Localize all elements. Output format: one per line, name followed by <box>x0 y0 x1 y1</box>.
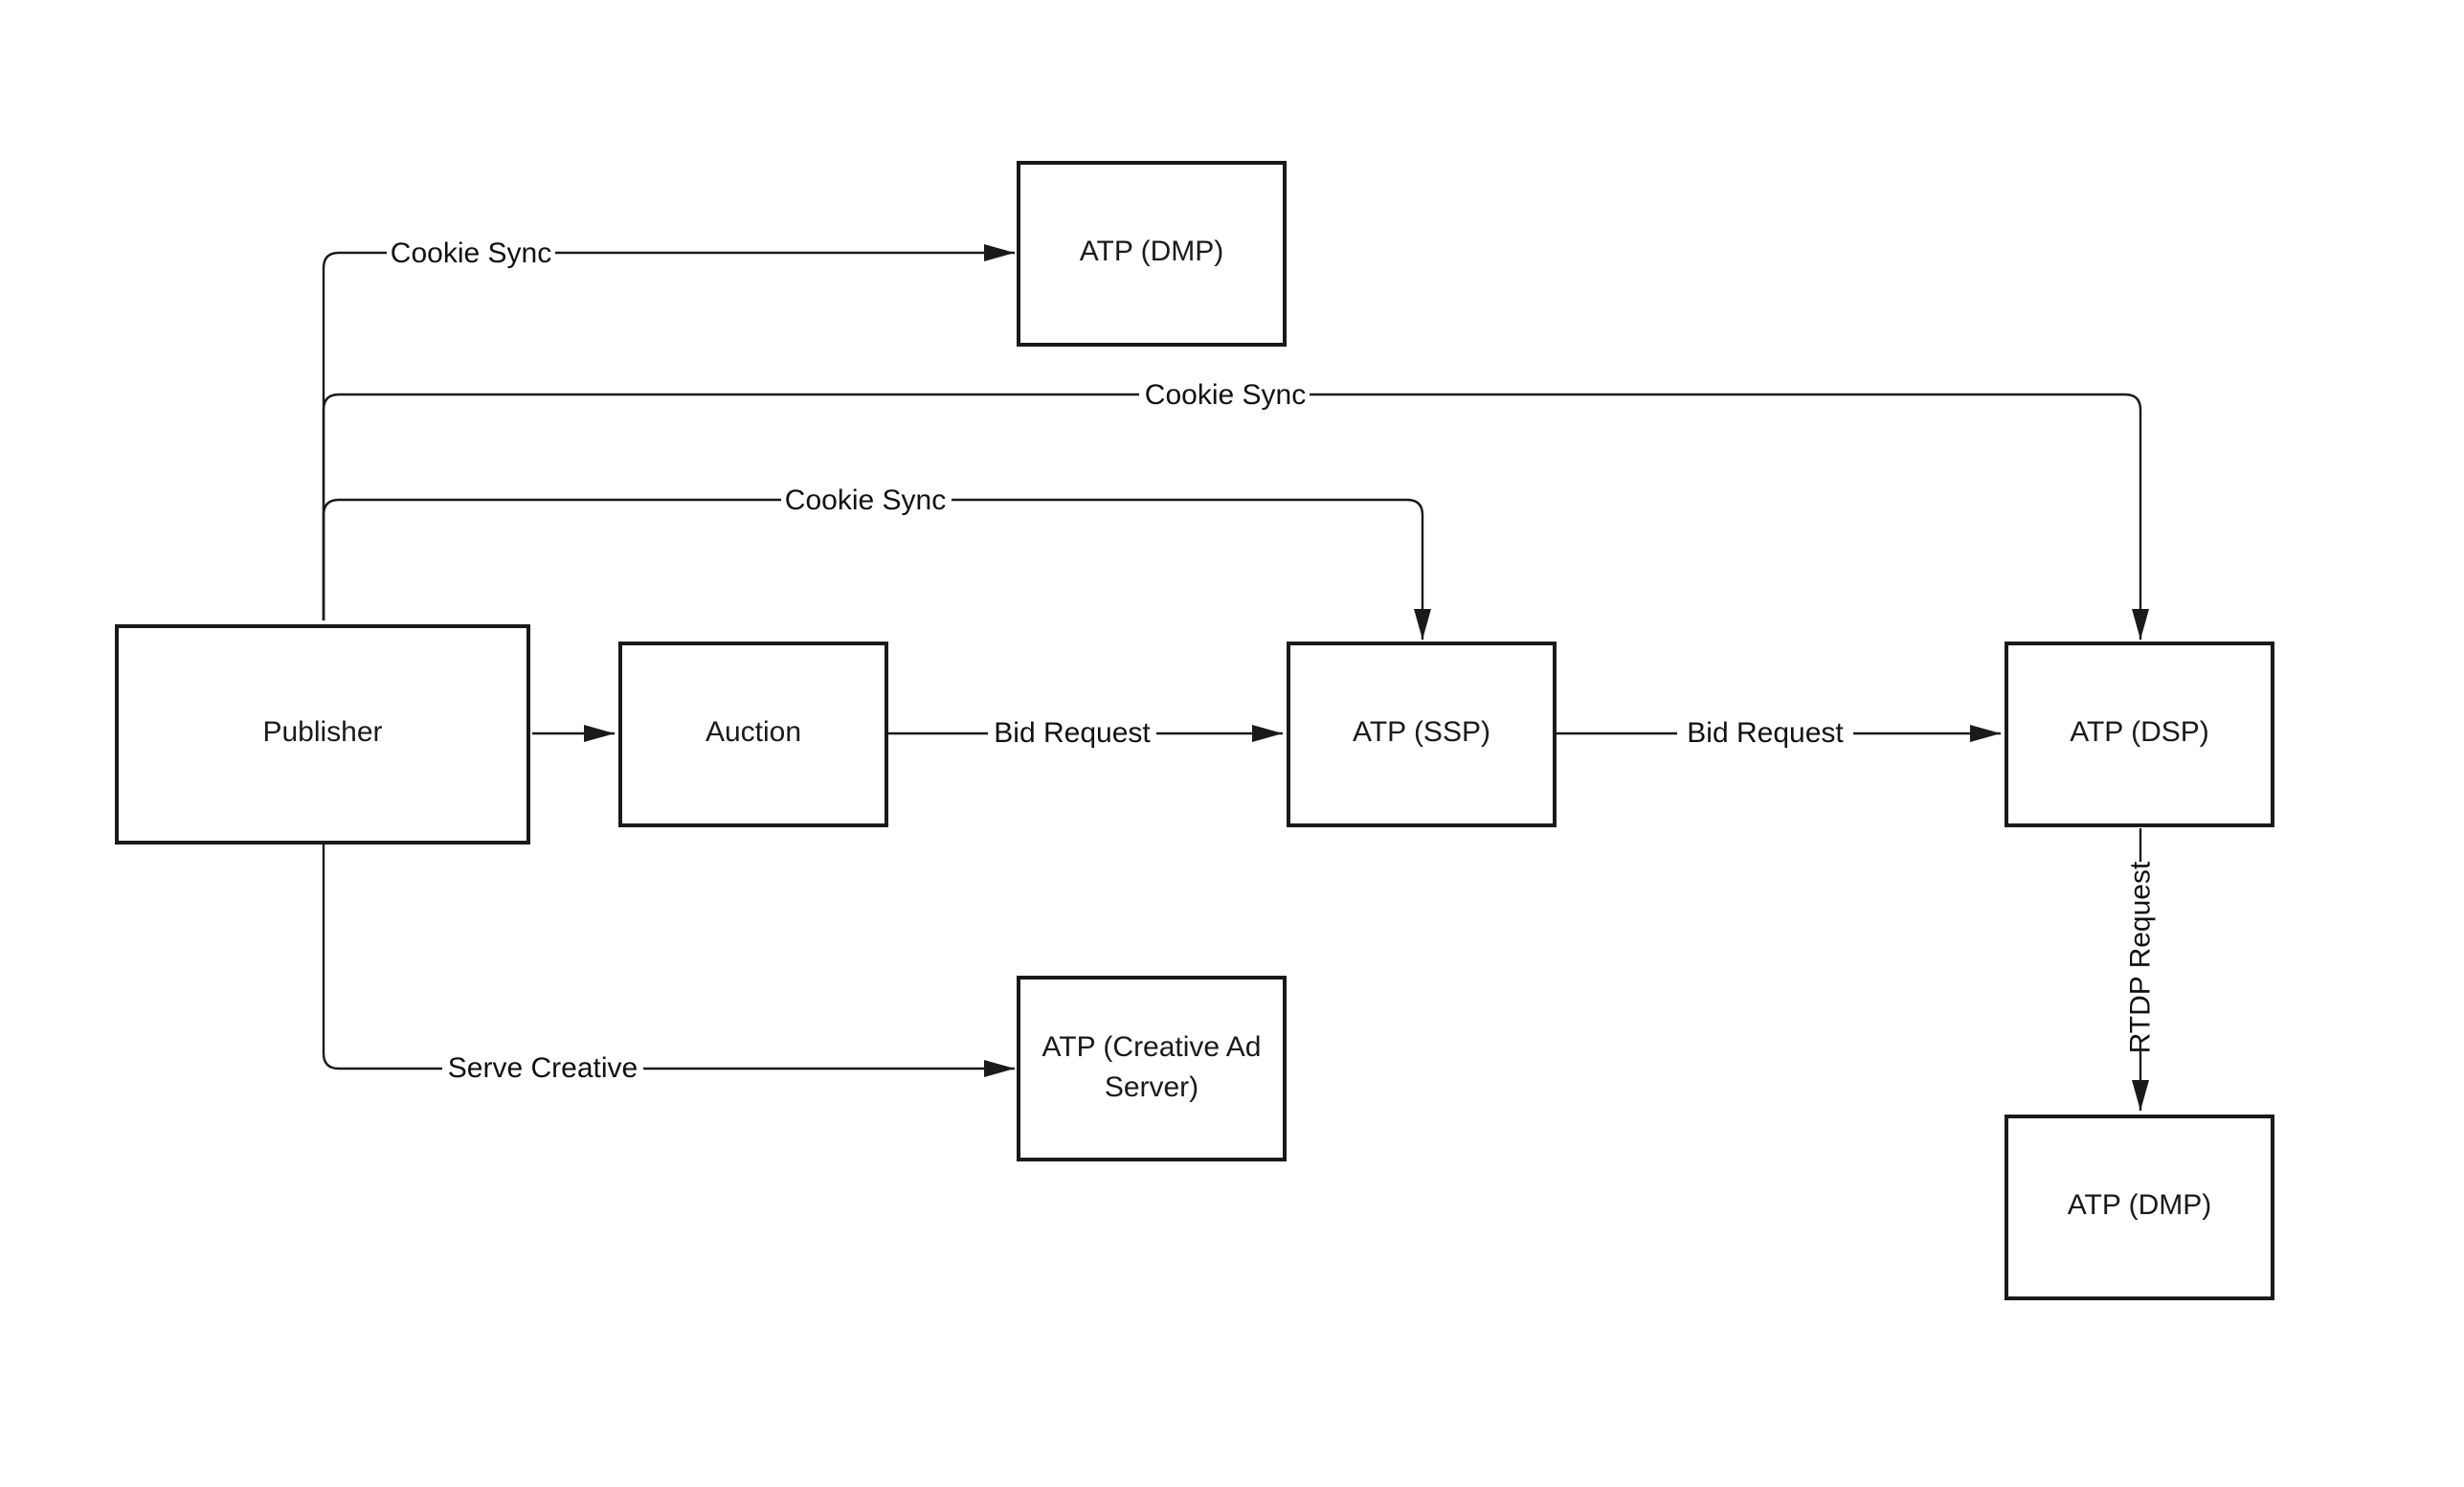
node-label-line-2: Server) <box>1105 1071 1198 1103</box>
edge-label: Bid Request <box>994 717 1151 749</box>
node-atp-creative-ad-server[interactable]: ATP (Creative Ad Server) <box>1017 976 1287 1161</box>
edge-label: Serve Creative <box>448 1052 638 1084</box>
node-label: Publisher <box>262 716 382 748</box>
edge-label-cookie-sync-dsp: Cookie Sync <box>1139 373 1310 416</box>
edge-label-rtdp-request: RTDP Request <box>2117 861 2163 1053</box>
node-publisher[interactable]: Publisher <box>115 624 530 845</box>
node-label: ATP (DSP) <box>2070 716 2209 748</box>
node-auction[interactable]: Auction <box>618 642 888 827</box>
edge-label: Cookie Sync <box>1145 379 1306 411</box>
edge-label: Cookie Sync <box>391 237 551 269</box>
edge-label-bid-request-ssp: Bid Request <box>988 712 1156 755</box>
node-label-line-1: ATP (Creative Ad <box>1042 1031 1262 1063</box>
node-atp-dmp-bottom[interactable]: ATP (DMP) <box>2005 1115 2274 1300</box>
node-label: Auction <box>706 716 801 748</box>
node-label: ATP (DMP) <box>2068 1189 2212 1221</box>
node-atp-dmp-top[interactable]: ATP (DMP) <box>1017 161 1287 347</box>
edge-line <box>322 244 1015 620</box>
edge-cookie-sync-dmp <box>322 244 1015 620</box>
edge-label: RTDP Request <box>2125 861 2157 1053</box>
edge-label-cookie-sync-ssp: Cookie Sync <box>781 479 952 521</box>
edge-serve-creative <box>322 845 1015 1077</box>
edge-label-cookie-sync-dmp: Cookie Sync <box>387 232 555 274</box>
edge-cookie-sync-dsp <box>322 393 2149 640</box>
node-label: ATP (SSP) <box>1353 716 1490 748</box>
edge-line <box>322 393 2149 640</box>
node-atp-dsp[interactable]: ATP (DSP) <box>2005 642 2274 827</box>
node-atp-ssp[interactable]: ATP (SSP) <box>1287 642 1557 827</box>
edge-line <box>322 845 1015 1077</box>
node-label: ATP (DMP) <box>1080 236 1224 267</box>
edge-label-serve-creative: Serve Creative <box>442 1048 643 1090</box>
edge-label: Cookie Sync <box>785 484 946 516</box>
edge-label: Bid Request <box>1687 717 1844 749</box>
edge-label-bid-request-dsp: Bid Request <box>1677 712 1853 755</box>
